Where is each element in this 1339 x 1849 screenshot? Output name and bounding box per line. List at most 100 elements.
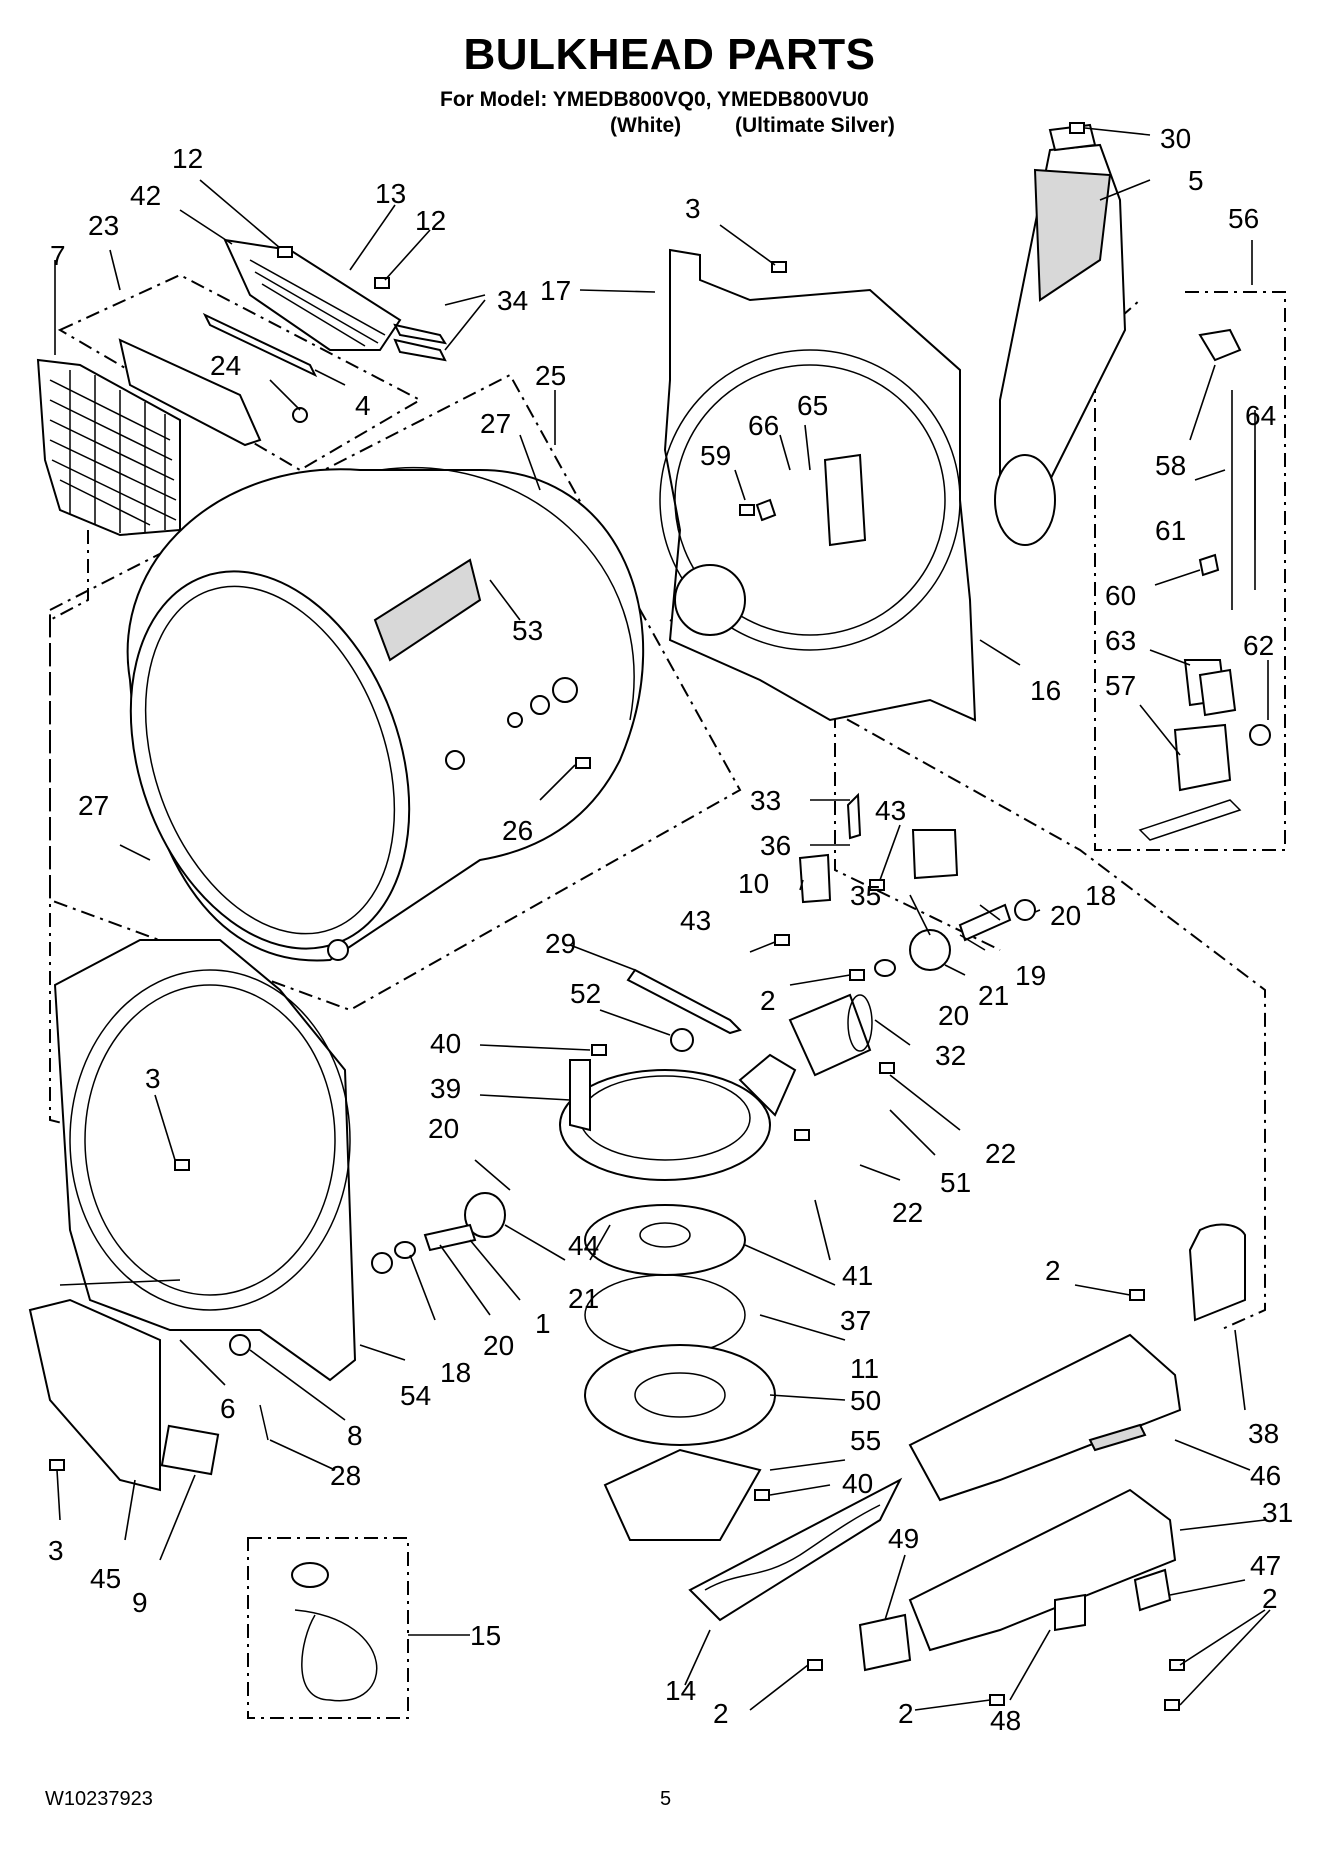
blower-outlet-part [788, 993, 873, 1077]
blower-wheel-part [584, 1204, 746, 1276]
heater-shield-38-part [1188, 1223, 1246, 1322]
callout-12-a: 12 [172, 143, 203, 174]
callout-54: 54 [400, 1380, 431, 1411]
callout-3-a: 3 [685, 193, 701, 224]
callout-40-a: 40 [430, 1028, 461, 1059]
callout-2-a: 2 [760, 985, 776, 1016]
callout-3-c: 3 [48, 1535, 64, 1566]
callout-13: 13 [375, 178, 406, 209]
callout-21-a: 21 [978, 980, 1009, 1011]
blower-plate-part [584, 1344, 776, 1446]
callout-43-b: 43 [680, 905, 711, 936]
callout-38: 38 [1248, 1418, 1279, 1449]
callout-47: 47 [1250, 1550, 1281, 1581]
lint-chute-part [118, 312, 318, 447]
callout-57: 57 [1105, 670, 1136, 701]
callout-2-d: 2 [713, 1698, 729, 1729]
callout-12-b: 12 [415, 205, 446, 236]
callout-2-c: 2 [1262, 1583, 1278, 1614]
duct-adapter-part [603, 1448, 762, 1541]
gasket-9-part [160, 1424, 220, 1476]
callout-48: 48 [990, 1705, 1021, 1736]
fuse-48-part [1054, 1593, 1086, 1632]
callout-40-b: 40 [842, 1468, 873, 1499]
group-outline-15 [247, 1537, 409, 1719]
callout-9: 9 [132, 1587, 148, 1618]
callout-30: 30 [1160, 123, 1191, 154]
document-code: W10237923 [45, 1788, 153, 1810]
callout-27-b: 27 [78, 790, 109, 821]
variant-silver: (Ultimate Silver) [735, 114, 895, 137]
callout-29: 29 [545, 928, 576, 959]
belt-part [626, 968, 742, 1035]
rear-bulkhead-part [659, 248, 977, 722]
callout-15: 15 [470, 1620, 501, 1651]
idler-pulley-upper-part [874, 899, 1036, 977]
callout-27-a: 27 [480, 408, 511, 439]
callout-65: 65 [797, 390, 828, 421]
group-outline-25 [49, 373, 742, 1012]
callout-34: 34 [497, 285, 528, 316]
lint-filter-part [36, 358, 181, 537]
callout-8: 8 [347, 1420, 363, 1451]
callout-20-c: 20 [428, 1113, 459, 1144]
callout-50: 50 [850, 1385, 881, 1416]
callout-labels: 30 5 56 12 42 13 12 23 7 34 24 4 25 27 3… [48, 123, 1293, 1736]
callout-61: 61 [1155, 515, 1186, 546]
callout-64: 64 [1245, 400, 1276, 431]
wire-harness-15-part [291, 1562, 378, 1702]
callout-11: 11 [850, 1353, 879, 1384]
callout-20-d: 20 [483, 1330, 514, 1361]
screws [49, 122, 1185, 1711]
callout-17: 17 [540, 275, 571, 306]
callout-42: 42 [130, 180, 161, 211]
callout-43-a: 43 [875, 795, 906, 826]
callout-14: 14 [665, 1675, 696, 1706]
callout-3-b: 3 [145, 1063, 161, 1094]
callout-59: 59 [700, 440, 731, 471]
thermostat-47-part [1133, 1568, 1172, 1612]
callout-51: 51 [940, 1167, 971, 1198]
callout-55: 55 [850, 1425, 881, 1456]
callout-66: 66 [748, 410, 779, 441]
page-title: BULKHEAD PARTS [463, 30, 876, 79]
bracket-49-part [858, 1613, 912, 1672]
wire-28-part [259, 1404, 269, 1441]
blower-housing-part [559, 1028, 797, 1181]
callout-39: 39 [430, 1073, 461, 1104]
callout-58: 58 [1155, 450, 1186, 481]
callout-60: 60 [1105, 580, 1136, 611]
callout-10: 10 [738, 868, 769, 899]
callout-49: 49 [888, 1523, 919, 1554]
callout-4: 4 [355, 390, 371, 421]
callout-2-b: 2 [1045, 1255, 1061, 1286]
nut-8-part [229, 1334, 251, 1356]
callout-20-a: 20 [1050, 900, 1081, 931]
callout-35: 35 [850, 880, 881, 911]
heater-duct-part [908, 1488, 1177, 1652]
plunger-part [846, 792, 862, 840]
callout-5: 5 [1188, 165, 1204, 196]
callout-56: 56 [1228, 203, 1259, 234]
callout-45: 45 [90, 1563, 121, 1594]
callout-16: 16 [1030, 675, 1061, 706]
model-subtitle: For Model: YMEDB800VQ0, YMEDB800VU0 [440, 88, 869, 111]
rod-6-part [59, 1279, 181, 1286]
toe-panel-part [28, 1298, 161, 1492]
callout-44: 44 [568, 1230, 599, 1261]
group-outline-23 [57, 273, 423, 472]
callout-24: 24 [210, 350, 241, 381]
callout-62: 62 [1243, 630, 1274, 661]
callout-32: 32 [935, 1040, 966, 1071]
callout-28: 28 [330, 1460, 361, 1491]
front-bulkhead-part [53, 939, 357, 1382]
blower-seal-part [584, 1274, 746, 1356]
callout-1: 1 [535, 1308, 551, 1339]
callout-36: 36 [760, 830, 791, 861]
heater-element-part [688, 1477, 903, 1622]
idler-pulley-lower-part [371, 1192, 506, 1274]
callout-26: 26 [502, 815, 533, 846]
heater-cover-part [908, 1333, 1182, 1502]
